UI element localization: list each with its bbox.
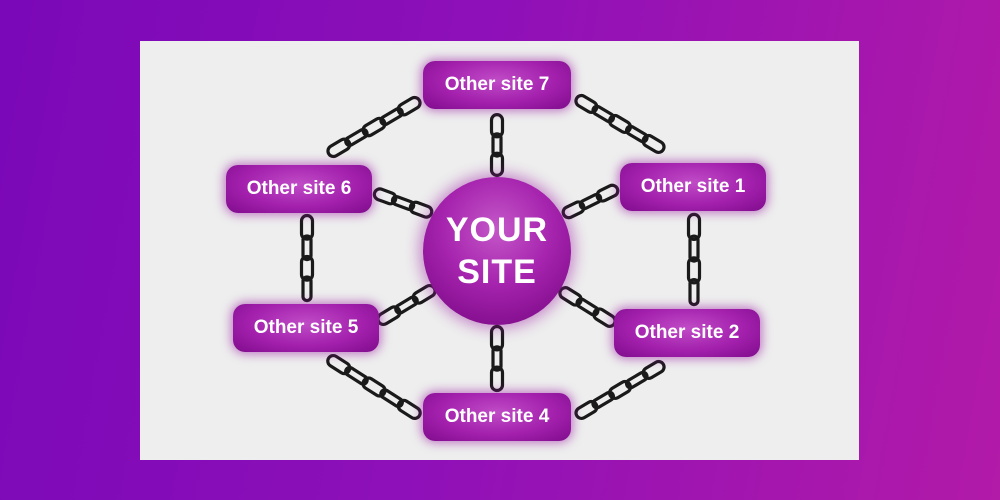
chain-link [376, 305, 402, 327]
chain-link [607, 379, 633, 401]
chain-links [299, 93, 702, 421]
chain-link [299, 213, 315, 241]
chain-link [491, 132, 503, 158]
chain-7-1 [574, 93, 666, 155]
chain-link [641, 359, 666, 381]
site-node-7: Other site 7 [423, 61, 571, 109]
chain-link [489, 151, 505, 178]
chain-link [624, 370, 649, 390]
hub-label-line2: SITE [457, 253, 537, 291]
chain-6-center [372, 187, 434, 219]
chain-link [578, 192, 603, 211]
site-node-1: Other site 1 [620, 163, 766, 211]
your-site-hub: YOUR SITE [423, 177, 571, 325]
chain-link [607, 113, 633, 135]
chain-5-4 [326, 353, 422, 421]
site-node-2-label: Other site 2 [634, 322, 740, 343]
chain-1-2 [686, 212, 702, 307]
hub-label-line1: YOUR [445, 211, 549, 249]
chain-link [574, 399, 599, 421]
chain-link [624, 124, 649, 144]
chain-link [688, 277, 700, 307]
chain-link [396, 398, 422, 421]
site-node-4-label: Other site 4 [444, 406, 550, 427]
site-node-5: Other site 5 [233, 304, 379, 352]
chain-link [361, 376, 387, 398]
chain-link [574, 93, 599, 115]
chain-link [641, 133, 666, 155]
chain-2-center [558, 286, 617, 328]
site-node-6-label: Other site 6 [246, 178, 352, 199]
site-node-4: Other site 4 [423, 393, 571, 441]
site-node-1-label: Other site 1 [640, 176, 746, 197]
chain-7-6 [326, 95, 422, 159]
chain-center-4 [489, 324, 505, 393]
chain-link [489, 324, 505, 352]
chain-link [379, 107, 404, 127]
site-node-6: Other site 6 [226, 165, 372, 213]
diagram-panel: YOUR SITE Other site 7 Other site 6 Othe… [140, 41, 859, 460]
chain-link [575, 297, 600, 317]
chain-link [326, 137, 352, 159]
chain-link [686, 256, 702, 285]
chain-1-center [561, 183, 620, 220]
chain-6-5 [299, 213, 315, 303]
chain-link [686, 212, 702, 241]
site-node-7-label: Other site 7 [444, 74, 550, 95]
site-node-2: Other site 2 [614, 309, 760, 357]
chain-link [344, 365, 369, 386]
chain-7-center [489, 113, 505, 178]
chain-link [299, 254, 315, 282]
chain-link [390, 194, 416, 212]
chain-link [372, 187, 398, 206]
chain-link [379, 388, 404, 409]
chain-link [301, 234, 313, 262]
chain-link [591, 104, 616, 124]
chain-link [394, 295, 419, 315]
chain-5-center [376, 283, 437, 327]
chain-link [595, 183, 620, 203]
chain-link [489, 365, 505, 393]
chain-link [688, 234, 700, 263]
chain-link [491, 345, 503, 372]
chain-link [326, 353, 352, 376]
chain-link [561, 200, 586, 220]
chain-link [558, 286, 583, 307]
chain-link [396, 95, 422, 117]
chain-link [591, 390, 616, 410]
chain-link [361, 116, 387, 138]
chain-2-4 [574, 359, 666, 421]
chain-link [301, 275, 313, 303]
site-node-5-label: Other site 5 [253, 317, 359, 338]
chain-link [344, 127, 369, 147]
chain-link [489, 113, 505, 139]
chain-link [408, 200, 434, 219]
